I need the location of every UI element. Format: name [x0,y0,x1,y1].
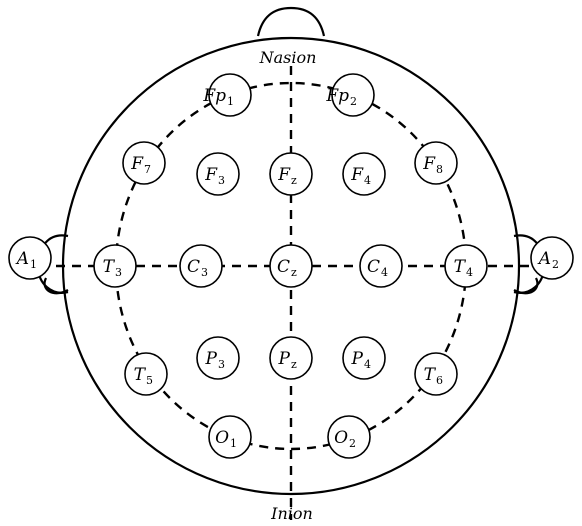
electrode-c3: C 3 [179,244,223,288]
electrode-fp1: Fp 1 [202,73,252,117]
electrode-o1: O 1 [208,415,252,459]
svg-text:A: A [15,249,29,269]
svg-text:z: z [291,358,297,371]
svg-text:3: 3 [218,174,225,187]
svg-text:z: z [291,174,297,187]
electrode-f8: F 8 [414,141,458,185]
electrode-t3: T 3 [93,244,137,288]
svg-text:7: 7 [144,163,151,176]
svg-text:C: C [367,257,380,277]
svg-text:C: C [187,257,200,277]
electrode-p4: P 4 [342,336,386,380]
svg-text:F: F [204,165,218,185]
svg-text:T: T [454,257,467,277]
electrode-cz: C z [269,244,313,288]
electrode-t6: T 6 [414,352,458,396]
svg-text:F: F [277,165,291,185]
svg-text:P: P [278,349,291,369]
svg-text:2: 2 [552,258,559,271]
svg-text:3: 3 [115,266,122,279]
svg-text:P: P [205,349,218,369]
svg-text:6: 6 [436,374,443,387]
svg-text:1: 1 [230,437,237,450]
electrode-a1: A 1 [8,236,52,280]
svg-text:O: O [215,428,229,448]
svg-text:8: 8 [436,163,443,176]
svg-text:C: C [277,257,290,277]
electrode-t4: T 4 [444,244,488,288]
electrode-a2: A 2 [530,236,574,280]
svg-text:1: 1 [227,95,234,108]
svg-text:F: F [130,154,144,174]
svg-text:2: 2 [350,95,357,108]
svg-text:5: 5 [146,374,153,387]
nose-outline [256,6,326,37]
svg-text:4: 4 [364,358,371,371]
svg-text:Fp: Fp [325,86,349,106]
svg-text:1: 1 [30,258,37,271]
svg-text:A: A [537,249,551,269]
electrode-pz: P z [269,336,313,380]
electrode-fz: F z [269,152,313,196]
electrode-p3: P 3 [196,336,240,380]
svg-text:O: O [334,428,348,448]
svg-text:2: 2 [349,437,356,450]
svg-text:4: 4 [381,266,388,279]
svg-text:P: P [351,349,364,369]
electrode-t5: T 5 [124,352,168,396]
electrode-c4: C 4 [359,244,403,288]
svg-text:4: 4 [364,174,371,187]
svg-text:3: 3 [201,266,208,279]
electrode-f3: F 3 [196,152,240,196]
svg-text:T: T [134,365,147,385]
svg-text:F: F [422,154,436,174]
electrode-o2: O 2 [327,415,371,459]
svg-text:F: F [350,165,364,185]
inion-label: Inion [270,504,313,523]
electrode-fp2: Fp 2 [325,73,375,117]
svg-text:T: T [103,257,116,277]
nasion-label: Nasion [259,48,317,67]
svg-text:Fp: Fp [202,86,226,106]
svg-text:z: z [291,266,297,279]
svg-text:3: 3 [218,358,225,371]
electrode-f7: F 7 [122,141,166,185]
svg-text:4: 4 [466,266,473,279]
electrode-f4: F 4 [342,152,386,196]
svg-text:T: T [424,365,437,385]
